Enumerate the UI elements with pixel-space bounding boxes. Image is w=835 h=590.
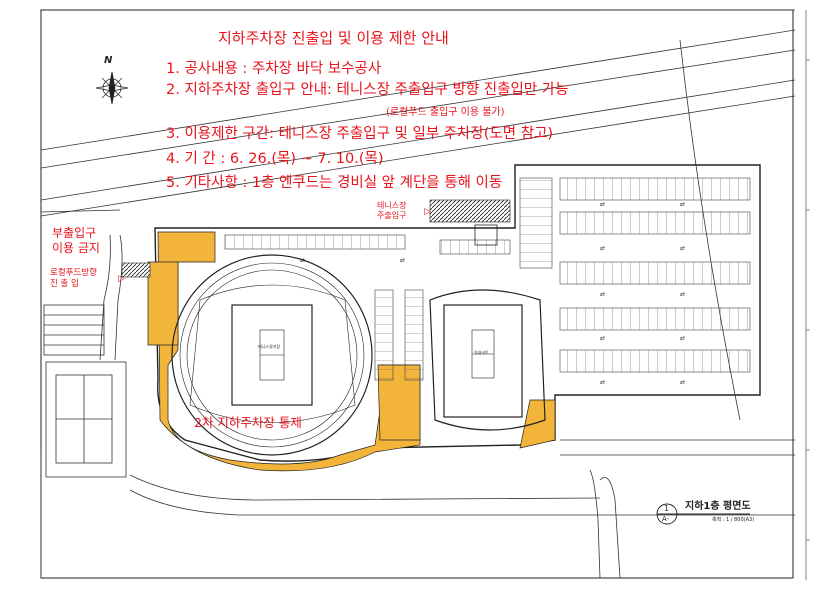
notice-line-3: 3. 이용제한 구간: 테니스장 주출입구 및 일부 주차장(도면 참고): [166, 126, 554, 142]
roads: [40, 9, 796, 578]
svg-text:⇄: ⇄: [600, 291, 605, 298]
svg-text:⇄: ⇄: [680, 379, 685, 386]
svg-text:⇄: ⇄: [680, 335, 685, 342]
indoor-court-label: 실내코트: [474, 350, 489, 355]
left-site: [43, 304, 127, 478]
svg-text:⇄: ⇄: [600, 245, 605, 252]
parking-rows: [224, 177, 751, 381]
svg-text:⇄: ⇄: [600, 335, 605, 342]
notice-line-1: 1. 공사내용 : 주차장 바닥 보수공사: [166, 61, 382, 77]
notice-line-2-note: (로컬푸드 출입구 이용 불가): [386, 107, 505, 118]
tennis-entrance-label: 테니스장 주출입구: [377, 201, 407, 220]
title-block-number: 1: [664, 504, 670, 513]
drawing-frame: [40, 9, 794, 579]
title-block-sheet: A-: [662, 515, 670, 523]
localfood-label: 로컬푸드방향 진 출 입: [50, 268, 97, 290]
stair-core: [474, 224, 498, 246]
side-ramp: [121, 262, 151, 278]
compass-letter: N: [104, 55, 113, 66]
title-block-symbol: [656, 503, 750, 525]
indoor-court: [429, 289, 546, 431]
notice-line-5: 5. 기타사항 : 1층 엔쿠드는 경비실 앞 계단을 통해 이동: [166, 175, 503, 191]
arena-court-label: 테니스경기장: [258, 344, 281, 349]
svg-text:⇄: ⇄: [680, 245, 685, 252]
notice-line-4: 4. 기 간 : 6. 26.(목) ~ 7. 10.(목): [166, 151, 384, 167]
notice-line-2: 2. 지하주차장 출입구 안내: 테니스장 주출입구 방향 진출입만 가능: [166, 82, 569, 98]
notice-title: 지하주차장 진출입 및 이용 제한 안내: [218, 29, 449, 47]
svg-text:⇄: ⇄: [680, 201, 685, 208]
entrance-ramp: [429, 199, 511, 223]
tennis-entrance-arrow-icon: ▷: [424, 207, 431, 217]
svg-text:⇄: ⇄: [600, 379, 605, 386]
svg-text:⇄: ⇄: [600, 201, 605, 208]
svg-text:⇄: ⇄: [400, 257, 405, 264]
closed-zone-label: 2차 지하주차장 통제: [194, 415, 302, 430]
compass-icon: [95, 71, 129, 105]
closed-zone: [147, 231, 556, 472]
arena: [171, 254, 373, 456]
title-block-title: 지하1층 평면도: [685, 501, 751, 512]
svg-text:⇄: ⇄: [300, 257, 305, 264]
title-block-scale: 축척 : 1 / 800(A3): [712, 517, 755, 523]
sub-entrance-label: 부출입구 이용 금지: [52, 226, 100, 255]
right-border-marks: [805, 10, 810, 580]
drive-arrows: ⇄ ⇄ ⇄ ⇄ ⇄ ⇄ ⇄ ⇄ ⇄ ⇄ ⇄ ⇄: [300, 201, 685, 386]
svg-text:⇄: ⇄: [680, 291, 685, 298]
localfood-arrow-icon: ▷: [118, 274, 125, 284]
